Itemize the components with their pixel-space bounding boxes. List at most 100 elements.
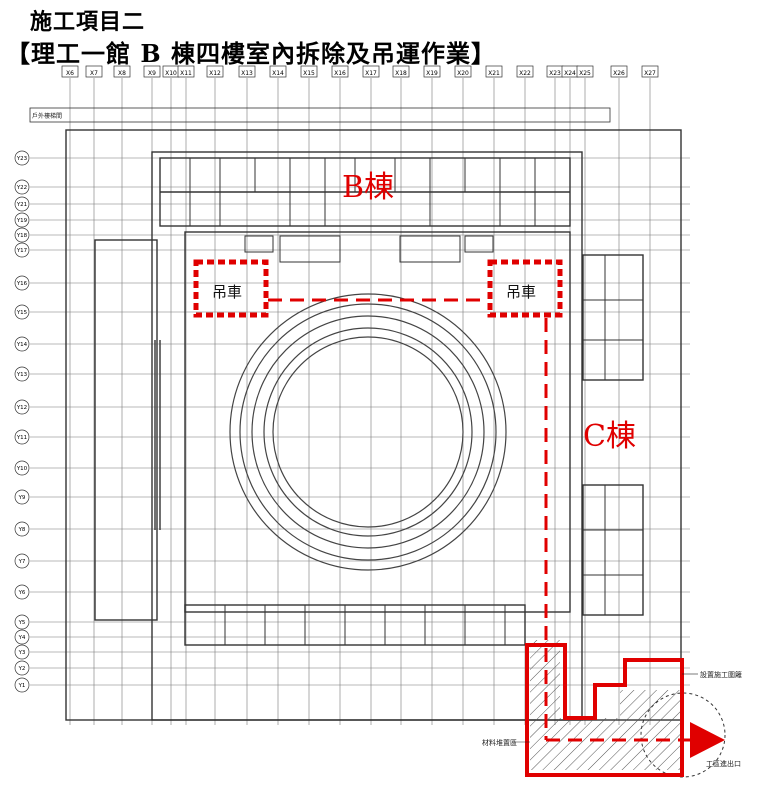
exit-arrow-icon (690, 722, 725, 758)
row-label: Y21 (16, 202, 27, 208)
transport-route (268, 298, 690, 742)
row-label: Y18 (16, 233, 28, 239)
col-bubble (143, 65, 161, 78)
material-note: 材料堆置區 (482, 738, 517, 747)
row-label: Y14 (16, 342, 28, 348)
col-label: X8 (118, 70, 126, 77)
row-label: Y13 (16, 372, 28, 378)
row-bubble (14, 614, 30, 630)
col-bubble (85, 65, 103, 78)
building-b-label: B棟 (342, 170, 394, 205)
row-bubble (14, 212, 30, 228)
row-bubble (14, 429, 30, 445)
row-label: Y16 (16, 281, 28, 287)
atrium-circles (229, 293, 507, 571)
row-label: Y12 (16, 405, 27, 411)
row-label: Y19 (16, 218, 28, 224)
col-bubble (423, 65, 441, 78)
north-room-dividers (189, 158, 536, 263)
col-label: X15 (303, 70, 315, 77)
col-bubble (300, 65, 318, 78)
row-label: Y15 (16, 310, 28, 316)
col-label: X13 (241, 70, 253, 77)
row-label: Y11 (16, 435, 27, 441)
col-bubble (610, 65, 628, 78)
row-bubble (14, 227, 30, 243)
crane-label-left: 吊車 (212, 283, 242, 301)
crane-label-right: 吊車 (506, 283, 536, 301)
row-label: Y4 (18, 635, 26, 641)
title-line-1: 施工項目二 (30, 9, 146, 35)
col-label: X21 (488, 70, 500, 77)
col-label: X6 (66, 70, 74, 77)
col-label: X9 (148, 70, 156, 77)
south-room-dividers (224, 605, 506, 645)
row-label: Y1 (18, 683, 26, 689)
col-label: X19 (426, 70, 438, 77)
building-c-label: C棟 (583, 419, 636, 454)
construction-zone (530, 640, 726, 778)
col-label: X20 (457, 70, 469, 77)
row-label: Y8 (18, 527, 26, 533)
row-label: Y9 (18, 495, 26, 501)
row-bubble (14, 366, 30, 382)
row-bubble (14, 150, 30, 166)
col-bubble (331, 65, 349, 78)
col-bubble (269, 65, 287, 78)
east-wing-dividers (583, 255, 643, 615)
col-label: X18 (395, 70, 407, 77)
col-label: X27 (644, 70, 656, 77)
building-outline (29, 107, 682, 721)
row-label: Y22 (16, 185, 27, 191)
row-bubble (14, 399, 30, 415)
row-bubble (14, 242, 30, 258)
col-bubble (392, 65, 410, 78)
col-label: X16 (334, 70, 346, 77)
row-bubble (14, 553, 30, 569)
fence-note: 設置施工圍籬 (700, 670, 742, 679)
col-label: X24 (564, 70, 576, 77)
row-bubble (14, 460, 30, 476)
title-line-2: 【理工一館 B 棟四樓室內拆除及吊運作業】 (6, 39, 496, 68)
row-bubble (14, 304, 30, 320)
row-label: Y3 (18, 650, 26, 656)
row-label: Y10 (16, 466, 28, 472)
col-bubble (61, 65, 79, 78)
crane-box-right (487, 259, 563, 318)
row-label: Y7 (18, 559, 26, 565)
col-bubble (641, 65, 659, 78)
row-bubble (14, 677, 30, 693)
col-label: X17 (365, 70, 377, 77)
row-bubble (14, 521, 30, 537)
row-label: Y17 (16, 248, 28, 254)
col-bubble (177, 65, 195, 78)
row-label: Y6 (18, 590, 26, 596)
col-bubble (206, 65, 224, 78)
row-bubble (14, 196, 30, 212)
row-bubble (14, 179, 30, 195)
top-note: 戶外樓梯間 (32, 112, 62, 120)
construction-fence (525, 643, 684, 777)
row-bubble (14, 644, 30, 660)
row-bubble (14, 489, 30, 505)
row-bubble (14, 584, 30, 600)
col-label: X7 (90, 70, 98, 77)
col-label: X14 (272, 70, 284, 77)
col-label: X25 (579, 70, 591, 77)
col-bubble (238, 65, 256, 78)
row-bubble (14, 629, 30, 645)
col-label: X12 (209, 70, 221, 77)
col-label: X10 (165, 70, 177, 77)
row-label: Y2 (18, 666, 26, 672)
col-bubble (516, 65, 534, 78)
col-label: X23 (549, 70, 561, 77)
col-bubble (113, 65, 131, 78)
exit-note: 工區進出口 (706, 759, 741, 768)
col-bubble (576, 65, 594, 78)
row-label: Y5 (18, 620, 26, 626)
row-label: Y23 (16, 156, 28, 162)
col-label: X22 (519, 70, 531, 77)
col-bubble (454, 65, 472, 78)
